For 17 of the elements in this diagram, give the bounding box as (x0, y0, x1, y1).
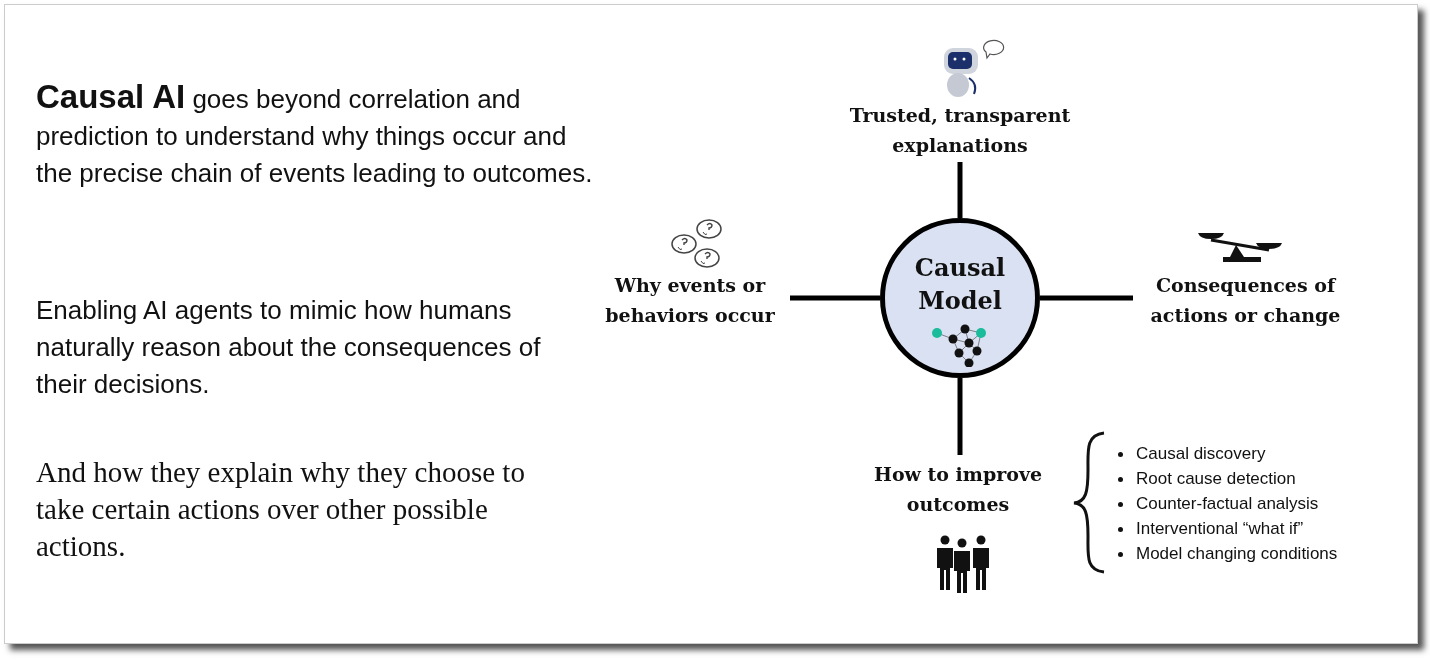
connector-line (957, 378, 963, 455)
connector-line (957, 162, 963, 218)
list-item: Counter-factual analysis (1114, 493, 1319, 515)
list-item: Root cause detection (1114, 468, 1296, 490)
node-label: Why events or behaviors occur (604, 273, 776, 328)
list-item: Interventional “what if” (1114, 518, 1304, 540)
connector-line (1040, 295, 1133, 301)
paragraph: And how they explain why they choose to take certain actions over other possible actions. (36, 455, 526, 564)
list-item: Causal discovery (1114, 443, 1266, 465)
node-label: Consequences of actions or change (1149, 273, 1342, 328)
paragraph: Enabling AI agents to mimic how humans naturally reason about the consequences of their decisions. (36, 294, 542, 401)
list-item: Model changing conditions (1114, 543, 1338, 565)
node-label: Causal Model (913, 252, 1007, 317)
paragraph: Causal AI goes beyond correlation and prediction to understand why things occur and the precise chain of events leading to outcomes. (36, 78, 594, 190)
connector-line (790, 295, 880, 301)
node-label: How to improve outcomes (872, 462, 1044, 517)
node-label: Trusted, transparent explanations (848, 103, 1072, 158)
